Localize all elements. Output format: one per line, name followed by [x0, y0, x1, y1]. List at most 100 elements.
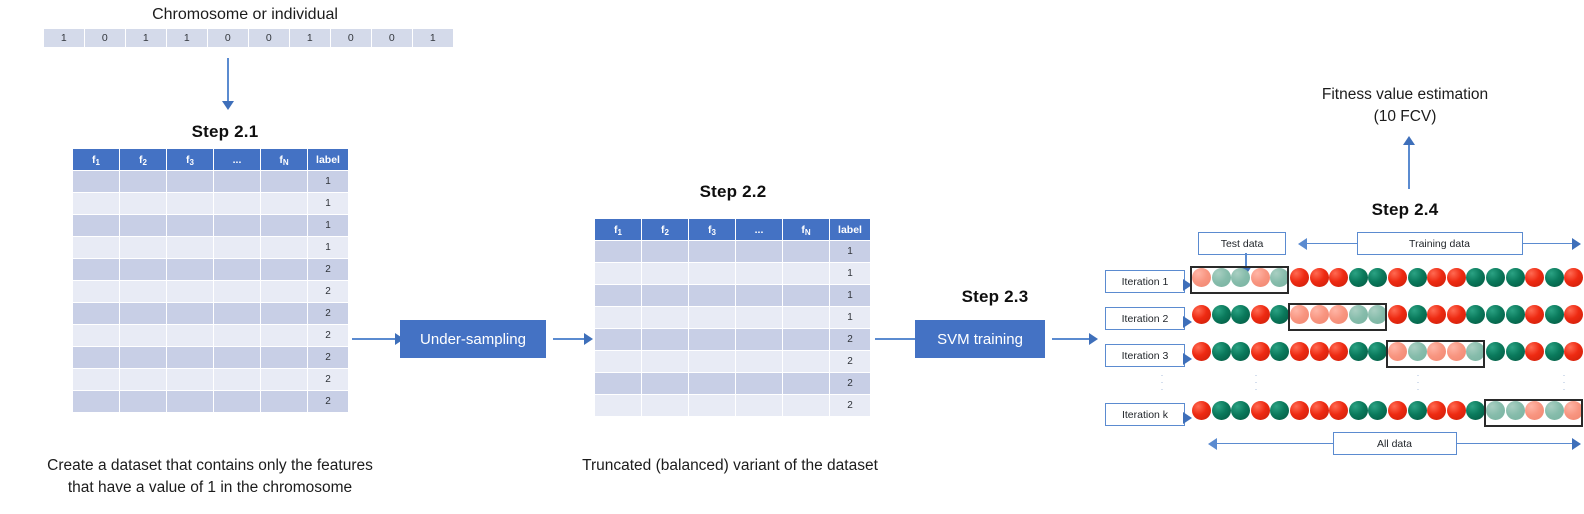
vertical-ellipsis: ... [1160, 368, 1164, 392]
table-cell-feature [260, 236, 308, 259]
table-header-cell: fN [782, 218, 830, 241]
sample-dot [1505, 305, 1525, 324]
sample-dot [1446, 305, 1466, 324]
arrow-svm-to-cv [1052, 333, 1098, 345]
table-cell-feature [260, 192, 308, 215]
table-cell-label: 1 [307, 170, 349, 193]
table-cell-label: 2 [829, 328, 871, 351]
iteration-label: Iteration 3 [1105, 344, 1185, 367]
table-cell-label: 2 [829, 372, 871, 395]
table-header-cell: ... [213, 148, 261, 171]
arrow-iteration-to-row [1183, 412, 1192, 424]
sample-dot [1388, 305, 1407, 324]
svm-training-box[interactable]: SVM training [915, 320, 1045, 358]
arrow-head-right-icon [1183, 316, 1192, 328]
sample-dot [1486, 305, 1505, 324]
table-row: 2 [72, 280, 349, 303]
table-cell-feature [213, 214, 261, 237]
undersampling-box[interactable]: Under-sampling [400, 320, 546, 358]
table-cell-feature [260, 324, 308, 347]
caption-step-2-1: Create a dataset that contains only the … [47, 457, 373, 496]
table-cell-feature [782, 394, 830, 417]
table-cell-feature [213, 368, 261, 391]
table-cell-label: 2 [307, 390, 349, 413]
sample-dot [1466, 268, 1486, 287]
table-cell-feature [782, 284, 830, 307]
table-cell-feature [641, 306, 689, 329]
table-header-cell: label [307, 148, 349, 171]
sample-dot [1290, 401, 1309, 420]
arrow-head-left-icon [1208, 437, 1217, 450]
table-cell-feature [119, 258, 167, 281]
table-header-cell: f1 [72, 148, 120, 171]
fitness-value-caption: Fitness value estimation (10 FCV) [1321, 86, 1489, 125]
sample-dot [1309, 401, 1329, 420]
fold-row [1192, 340, 1584, 368]
table-cell-feature [641, 328, 689, 351]
sample-dot [1368, 305, 1388, 324]
table-cell-feature [72, 258, 120, 281]
table-cell-label: 2 [829, 350, 871, 373]
table-cell-feature [735, 350, 783, 373]
test-fold-highlight [1287, 303, 1387, 331]
table-row: 2 [594, 350, 871, 373]
sample-dot [1250, 268, 1270, 287]
table-cell-feature [641, 262, 689, 285]
table-cell-feature [119, 368, 167, 391]
sample-dot [1564, 401, 1584, 420]
sample-dot [1192, 401, 1211, 420]
sample-dot [1544, 305, 1564, 324]
table-cell-feature [72, 324, 120, 347]
chromosome-gene: 0 [372, 29, 412, 47]
sample-dot [1466, 342, 1486, 361]
vertical-ellipsis: ... [1562, 368, 1566, 392]
table-row: 1 [594, 306, 871, 329]
sample-dot [1368, 342, 1388, 361]
table-cell-feature [213, 302, 261, 325]
sample-dot [1270, 342, 1290, 361]
arrow-head-down-icon [1240, 266, 1252, 275]
table-cell-feature [260, 368, 308, 391]
table-cell-label: 2 [307, 368, 349, 391]
table-row: 2 [72, 368, 349, 391]
sample-dot [1211, 342, 1231, 361]
chromosome-gene: 0 [85, 29, 125, 47]
table-cell-feature [735, 394, 783, 417]
table-cell-feature [213, 170, 261, 193]
sample-dot [1427, 305, 1447, 324]
table-cell-feature [213, 390, 261, 413]
table-cell-feature [782, 350, 830, 373]
sample-dot [1368, 401, 1388, 420]
table-cell-feature [72, 214, 120, 237]
table-cell-label: 1 [307, 192, 349, 215]
sample-dot [1290, 342, 1309, 361]
table-row: 1 [72, 170, 349, 193]
sample-dot [1564, 305, 1584, 324]
table-cell-feature [594, 306, 642, 329]
arrow-head-up-icon [1403, 136, 1415, 145]
table-cell-label: 2 [307, 258, 349, 281]
arrow-testdata-to-fold [1240, 253, 1252, 275]
sample-dot [1407, 401, 1427, 420]
table-cell-feature [735, 372, 783, 395]
sample-dot [1211, 268, 1231, 287]
arrow-cv-to-fitness [1403, 136, 1415, 189]
table-row: 2 [594, 394, 871, 417]
sample-dot [1290, 305, 1309, 324]
table-cell-feature [594, 328, 642, 351]
table-cell-feature [72, 368, 120, 391]
sample-dot [1427, 268, 1447, 287]
sample-dot [1250, 342, 1270, 361]
sample-dot [1388, 268, 1407, 287]
arrow-undersampling-to-table2 [553, 333, 593, 345]
sample-dot [1231, 401, 1251, 420]
sample-dot [1407, 305, 1427, 324]
arrow-head-down-icon [222, 101, 234, 110]
sample-dot [1250, 401, 1270, 420]
table-cell-feature [72, 390, 120, 413]
table-cell-feature [166, 346, 214, 369]
sample-dot [1309, 268, 1329, 287]
table-cell-feature [594, 350, 642, 373]
